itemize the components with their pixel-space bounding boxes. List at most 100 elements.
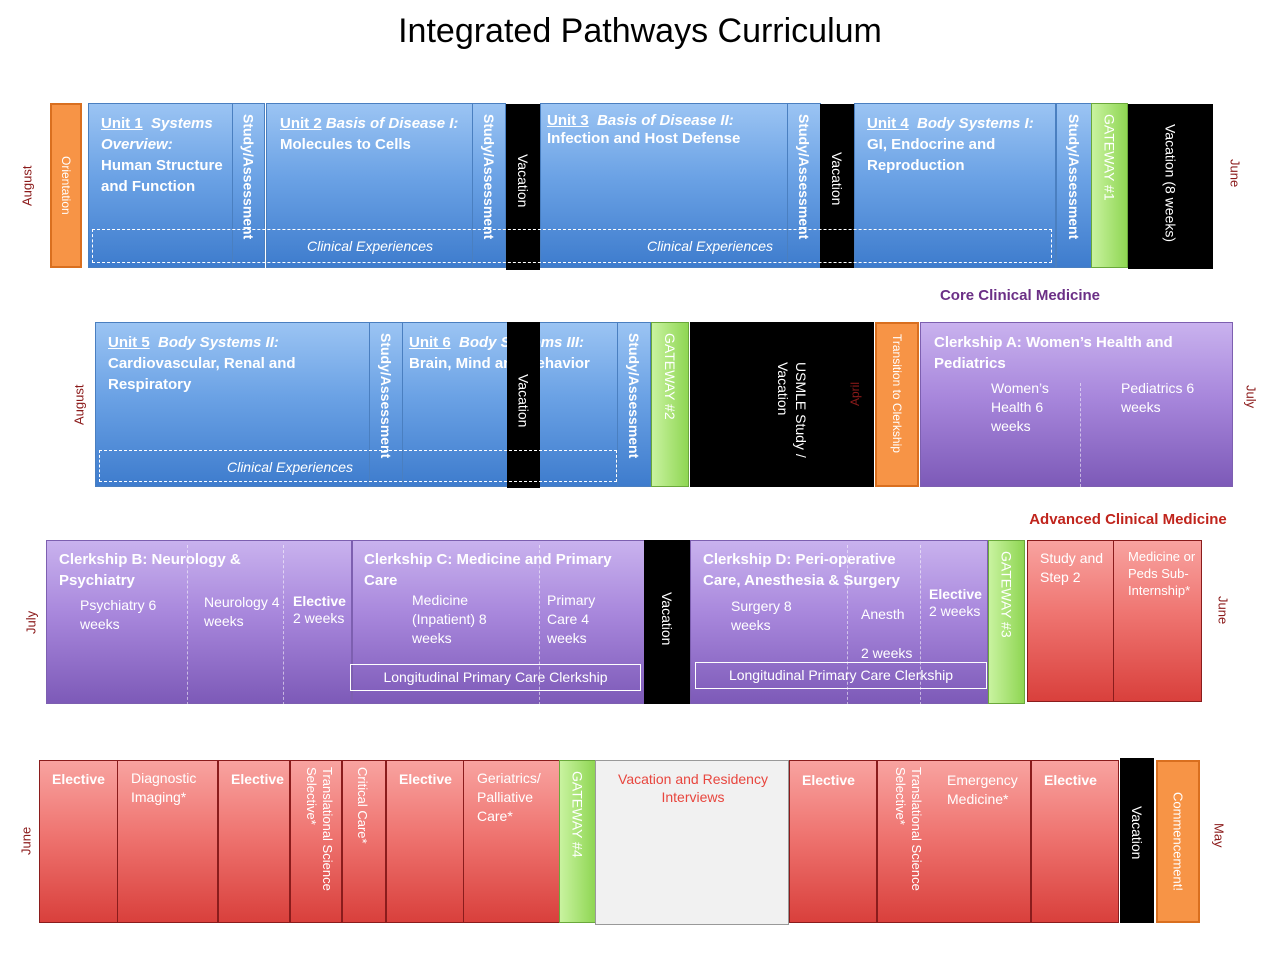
clerkship-d-block: Clerkship D: Peri-operative Care, Anesth… <box>690 540 988 705</box>
clinical-experiences-label-3: Clinical Experiences <box>226 459 354 475</box>
month-label-april: April <box>848 382 862 407</box>
unit4-title: Body Systems I: <box>917 115 1034 132</box>
unit4-subtitle: GI, Endocrine and Reproduction <box>867 136 996 174</box>
critical-care-label: Critical Care* <box>355 767 370 844</box>
neurology-label: Neurology 4 weeks <box>204 594 280 629</box>
elective-block-3: Elective <box>386 760 464 923</box>
commencement-block: Commencement! <box>1156 760 1200 923</box>
month-label-july-2: July <box>23 610 39 635</box>
month-label-august-2: August <box>71 384 87 425</box>
elective-label-3: Elective <box>399 771 452 787</box>
unit2-subtitle: Molecules to Cells <box>280 136 411 153</box>
clerkship-d-divider-1 <box>847 545 848 705</box>
emergency-medicine-label: Emergency Medicine* <box>947 772 1018 807</box>
unit2-title: Basis of Disease I: <box>325 115 459 132</box>
elective-duration-d: 2 weeks <box>929 603 981 619</box>
anesth-label: Anesth <box>861 606 905 622</box>
study-step2-label: Study and Step 2 <box>1040 550 1104 585</box>
unit2-number: Unit 2 <box>280 115 322 132</box>
month-label-june-1: June <box>1227 158 1243 188</box>
unit3-title: Basis of Disease II: <box>597 112 734 129</box>
gateway-2: GATEWAY #2 <box>651 322 689 487</box>
clerkship-b-divider-2 <box>283 545 284 705</box>
clinical-experiences-band-1 <box>92 229 1052 263</box>
unit5-subtitle: Cardiovascular, Renal and Respiratory <box>108 355 296 393</box>
geriatrics-block: Geriatrics/ Palliative Care* <box>464 760 560 923</box>
diagnostic-imaging-block: Diagnostic Imaging* <box>118 760 218 923</box>
study-assessment-4: Study/Assessment <box>1056 103 1092 268</box>
primary-care-label: Primary Care 4 weeks <box>547 592 596 646</box>
elective-label-1: Elective <box>52 771 105 787</box>
clerkship-a-title: Clerkship A: Women’s Health and Pediatri… <box>934 334 1173 372</box>
psychiatry-label: Psychiatry 6 weeks <box>80 597 157 632</box>
vacation-2: Vacation <box>820 104 854 268</box>
unit5-block: Unit 5 Body Systems II: Cardiovascular, … <box>95 322 371 487</box>
gateway-3: GATEWAY #3 <box>988 540 1025 704</box>
emergency-medicine-block: Emergency Medicine* <box>939 760 1031 923</box>
elective-block-1: Elective <box>39 760 118 923</box>
critical-care-block: Critical Care* <box>342 760 386 923</box>
month-label-august-1: August <box>19 165 35 206</box>
month-label-may: May <box>1211 822 1227 848</box>
study-assessment-1: Study/Assessment <box>232 103 265 268</box>
month-label-june-2: June <box>1215 595 1231 625</box>
unit6-number: Unit 6 <box>409 334 451 351</box>
pediatrics-label: Pediatrics 6 weeks <box>1121 380 1195 415</box>
gateway-4: GATEWAY #4 <box>559 760 596 923</box>
elective-label-b: Elective <box>293 593 346 609</box>
unit1-subtitle: Human Structure and Function <box>101 157 223 195</box>
geriatrics-label: Geriatrics/ Palliative Care* <box>477 770 541 824</box>
translational-block-2: Translational Science Selective* <box>877 760 941 923</box>
elective-label-4: Elective <box>802 772 855 788</box>
unit3-subtitle: Infection and Host Defense <box>547 130 741 147</box>
month-label-june-3: June <box>18 826 34 856</box>
unit6-subtitle: Brain, Mind and Behavior <box>409 355 590 372</box>
vacation-4: Vacation <box>644 540 690 704</box>
vacation-residency-block: Vacation and Residency Interviews <box>595 760 789 925</box>
clerkship-a-divider <box>1080 383 1081 487</box>
longitudinal-primary-care-1: Longitudinal Primary Care Clerkship <box>350 664 641 691</box>
study-assessment-3: Study/Assessment <box>787 103 821 268</box>
usmle-study-label: USMLE Study / Vacation <box>775 362 809 458</box>
study-assessment-2: Study/Assessment <box>472 103 506 268</box>
clerkship-b-block: Clerkship B: Neurology & Psychiatry Psyc… <box>46 540 352 705</box>
clinical-experiences-band-2 <box>99 450 617 482</box>
clerkship-b-title: Clerkship B: Neurology & Psychiatry <box>59 551 241 589</box>
clerkship-c-divider <box>539 545 540 705</box>
clerkship-a-block: Clerkship A: Women’s Health and Pediatri… <box>920 322 1233 487</box>
unit1-block: Unit 1 Systems Overview: Human Structure… <box>88 103 234 268</box>
elective-label-5: Elective <box>1044 772 1097 788</box>
unit3-block: Unit 3 Basis of Disease II: Infection an… <box>540 103 790 268</box>
advanced-clinical-medicine-label: Advanced Clinical Medicine <box>1029 511 1227 528</box>
elective-label-2: Elective <box>231 771 284 787</box>
core-clinical-medicine-label: Core Clinical Medicine <box>939 287 1101 304</box>
vacation-5: Vacation <box>1120 758 1154 923</box>
medicine-inpatient-label: Medicine (Inpatient) 8 weeks <box>412 592 487 646</box>
sub-internship-block: Medicine or Peds Sub-Internship* <box>1114 540 1202 702</box>
elective-block-2: Elective <box>218 760 290 923</box>
month-label-july-1: July <box>1243 385 1259 409</box>
clerkship-c-block: Clerkship C: Medicine and Primary Care M… <box>352 540 645 705</box>
translational-label-1: Translational Science Selective* <box>304 767 335 891</box>
page-title: Integrated Pathways Curriculum <box>398 12 882 50</box>
elective-block-4: Elective <box>789 760 877 923</box>
unit4-number: Unit 4 <box>867 115 909 132</box>
womens-health-label: Women’s Health 6 weeks <box>991 380 1049 434</box>
diagnostic-imaging-label: Diagnostic Imaging* <box>131 770 197 805</box>
surgery-label: Surgery 8 weeks <box>731 598 792 633</box>
anesth-duration: 2 weeks <box>861 645 913 661</box>
transition-to-clerkship: Transition to Clerkship <box>875 322 919 487</box>
clinical-experiences-label-2: Clinical Experiences <box>646 238 774 254</box>
unit5-title: Body Systems II: <box>158 334 279 351</box>
elective-label-d: Elective <box>929 586 982 602</box>
unit2-block: Unit 2 Basis of Disease I: Molecules to … <box>266 103 474 268</box>
gateway-1: GATEWAY #1 <box>1091 103 1128 268</box>
clinical-experiences-label-1: Clinical Experiences <box>306 238 434 254</box>
vacation-8-weeks: Vacation (8 weeks) <box>1128 104 1213 269</box>
clerkship-d-title: Clerkship D: Peri-operative Care, Anesth… <box>703 551 901 589</box>
vacation-3: Vacation <box>507 322 540 488</box>
clerkship-b-divider-1 <box>187 545 188 705</box>
translational-label-2: Translational Science Selective* <box>893 767 924 891</box>
usmle-study-block: USMLE Study / Vacation April <box>690 322 874 487</box>
unit1-title: Systems Overview: <box>101 115 213 153</box>
